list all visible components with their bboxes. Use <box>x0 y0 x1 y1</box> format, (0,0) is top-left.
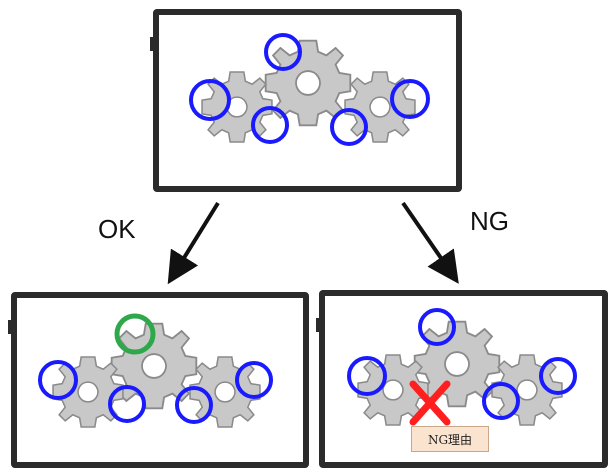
inspection-circle-icon <box>251 106 289 144</box>
ok-label: OK <box>98 214 136 244</box>
inspection-circle-icon <box>418 308 456 346</box>
inspection-circle-icon <box>482 382 520 420</box>
inspection-circle-icon <box>38 360 78 400</box>
arrow-icon <box>401 201 459 284</box>
ng-reason-label: NG理由 <box>411 426 489 452</box>
top-tablet-screen <box>189 33 430 146</box>
inspection-circle-icon <box>264 33 302 71</box>
gear-icon <box>189 356 261 428</box>
inspection-circle-icon <box>175 386 213 424</box>
inspection-circle-icon <box>390 79 430 119</box>
inspection-circle-icon <box>330 108 368 146</box>
ok-tablet <box>8 292 309 468</box>
ng-tablet-screen <box>347 308 577 426</box>
inspection-circle-icon <box>539 357 577 395</box>
ng-label: NG <box>470 206 509 236</box>
cross-icon <box>409 380 451 426</box>
ok-tablet-screen <box>38 313 273 428</box>
inspection-circle-icon <box>189 79 231 121</box>
ok-circle-icon <box>114 313 156 355</box>
top-tablet <box>150 9 462 192</box>
inspection-circle-icon <box>108 385 146 423</box>
inspection-circle-icon <box>347 356 387 396</box>
arrow-icon <box>167 201 220 285</box>
inspection-circle-icon <box>235 361 273 399</box>
